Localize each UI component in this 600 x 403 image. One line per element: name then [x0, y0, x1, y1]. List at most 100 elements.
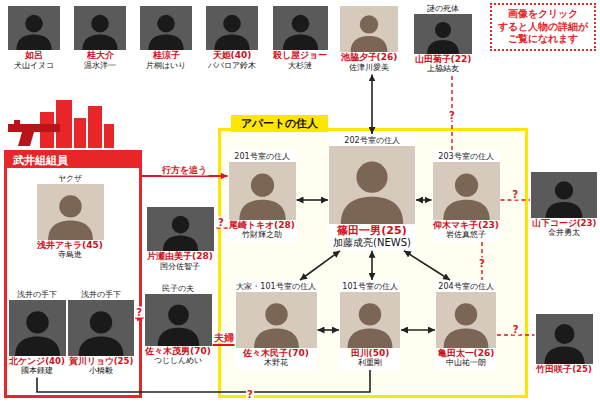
relation-label: ?: [246, 389, 254, 400]
role-label: ヤクザ: [37, 174, 104, 184]
silhouette-body: [82, 35, 117, 50]
character-name: 尾崎トキオ(28): [229, 220, 296, 231]
silhouette-body: [443, 199, 489, 219]
character-name: 山田菊子(22): [414, 54, 472, 65]
actor-name: 利重剛: [340, 358, 400, 368]
relation-arrow: [215, 227, 228, 228]
person-card: 桂涼子片桐はいり: [139, 4, 193, 72]
actor-name: 金井勇太: [531, 228, 597, 238]
silhouette-head: [359, 303, 381, 325]
character-name: 田川(50): [340, 348, 400, 359]
silhouette-body: [351, 36, 388, 52]
group-title: アパートの住人: [231, 115, 328, 132]
character-name: 片瀬由美子(28): [147, 251, 214, 262]
person-card: 101号室の住人田川(50)利重剛: [339, 280, 401, 370]
person-card: 竹田咲子(25): [535, 312, 594, 376]
portrait-silhouette: [74, 6, 126, 50]
building: [74, 118, 86, 148]
character-name: 池脇夕子(26): [340, 52, 398, 63]
character-name: 竹田咲子(25): [536, 364, 593, 374]
person-card: 202号室の住人篠田一男(25)加藤成亮(NEWS): [328, 134, 416, 251]
actor-name: 寺島進: [37, 250, 104, 260]
actor-name: 片桐はいり: [140, 61, 192, 71]
silhouette-head: [25, 15, 43, 33]
relation-label: ?: [478, 257, 486, 268]
silhouette-head: [223, 15, 241, 33]
relation-arrow: [404, 251, 450, 280]
silhouette-head: [291, 15, 309, 33]
silhouette-head: [26, 311, 48, 333]
portrait-silhouette: [329, 146, 415, 224]
silhouette-body: [79, 336, 124, 356]
portrait-silhouette: [536, 314, 593, 364]
relation-arrow: [416, 199, 432, 201]
character-name: 篠田一男(25): [329, 224, 415, 237]
actor-name: 温水洋一: [74, 61, 126, 71]
silhouette-body: [214, 35, 249, 50]
portrait-silhouette: [9, 300, 66, 356]
building: [104, 124, 114, 148]
silhouette-head: [157, 15, 175, 33]
person-card: 203号室の住人仰木マキ子(23)岩佐真悠子: [432, 150, 501, 242]
building: [88, 106, 102, 148]
silhouette-body: [427, 40, 459, 54]
relation-label: 行方を追う: [161, 166, 208, 176]
portrait-silhouette: [273, 6, 328, 50]
group-box: 武井組組員ヤクザ浅井アキラ(45)寺島進浅井の手下北ケンジ(40)國本鍾建浅井の…: [4, 150, 142, 398]
group-title: 武井組組員: [7, 153, 139, 168]
silhouette-body: [444, 328, 489, 348]
character-name: 佐々木茂男(70): [145, 346, 212, 357]
character-name: 山下コージ(23): [531, 218, 597, 228]
silhouette-body: [162, 236, 197, 251]
actor-name: つじしんめい: [145, 356, 212, 366]
person-card: 民子の夫佐々木茂男(70)つじしんめい: [144, 282, 213, 368]
character-name: 亀田太一(26): [436, 348, 496, 359]
relation-label: 夫婦: [213, 332, 235, 343]
portrait-silhouette: [140, 6, 192, 50]
character-name: 佐々木民子(70): [236, 348, 317, 359]
portrait-silhouette: [340, 6, 398, 52]
note-text: 画像をクリック すると人物の詳細が ご覧になれます: [495, 8, 591, 46]
relation-label: ?: [512, 324, 520, 335]
person-card: 浅井の手下賀川リョウ(25)小橋毅: [67, 288, 135, 377]
portrait-silhouette: [37, 184, 104, 240]
role-label: 203号室の住人: [433, 152, 500, 162]
person-card: 池脇夕子(26)佐津川愛美: [339, 4, 399, 74]
relation-arrow: [401, 329, 435, 331]
portrait-silhouette: [531, 172, 597, 218]
relation-arrow: [497, 334, 535, 335]
person-card: 204号室の住人亀田太一(26)中山祐一朗: [435, 280, 497, 370]
actor-name: 犬山イヌコ: [8, 61, 60, 71]
silhouette-head: [90, 311, 112, 333]
silhouette-head: [454, 173, 477, 196]
relation-arrow: [501, 199, 531, 200]
silhouette-head: [356, 161, 387, 192]
label-anchor: 夫婦: [213, 326, 235, 345]
silhouette-head: [360, 15, 378, 33]
portrait-silhouette: [340, 292, 400, 348]
portrait-silhouette: [414, 14, 472, 54]
silhouette-body: [239, 199, 285, 219]
relation-arrow: [213, 344, 235, 346]
person-card: 殺し屋ジョー大杉漣: [272, 4, 329, 72]
silhouette-head: [265, 303, 287, 325]
actor-name: 國本鍾建: [9, 366, 66, 376]
silhouette-head: [168, 304, 189, 325]
label-anchor: ?: [448, 103, 456, 122]
label-anchor: 行方を追う: [161, 158, 208, 177]
portrait-silhouette: [436, 292, 496, 348]
actor-name: 竹財輝之助: [229, 230, 296, 240]
label-anchor: ?: [246, 383, 254, 402]
silhouette-head: [554, 324, 574, 344]
portrait-silhouette: [433, 162, 500, 220]
relation-arrow: [135, 317, 144, 318]
character-name: 賀川リョウ(25): [68, 356, 134, 366]
relation-label: ?: [217, 217, 225, 228]
role-label: 101号室の住人: [340, 282, 400, 292]
character-name: 桂涼子: [140, 50, 192, 61]
silhouette-head: [91, 15, 109, 33]
character-name: 北ケンジ(40): [9, 356, 66, 366]
gun: [8, 120, 60, 146]
person-card: 謎の死体山田菊子(22)上脇結友: [413, 2, 473, 76]
